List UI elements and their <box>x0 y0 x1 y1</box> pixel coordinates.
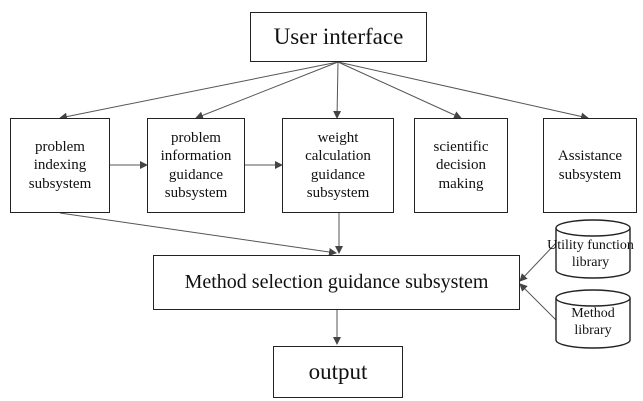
method-library-cylinder <box>555 289 631 349</box>
method-library-label: Method library <box>571 306 615 338</box>
method-selection-guidance-subsystem-box: Method selection guidance subsystem <box>153 255 520 310</box>
method-selection-guidance-subsystem-label: Method selection guidance subsystem <box>184 271 489 294</box>
weight-calculation-guidance-subsystem-label: weight calculation guidance subsystem <box>305 129 371 201</box>
assistance-subsystem-label: Assistance subsystem <box>557 148 623 183</box>
arrow-utility-to-method <box>519 242 557 282</box>
utility-function-library-label: Utility function library <box>547 238 634 270</box>
output-label: output <box>308 358 368 384</box>
utility-library-cylinder <box>555 219 631 279</box>
arrow-indexing-to-method <box>59 212 337 256</box>
arrow-ui-to-indexing <box>59 61 339 121</box>
weight-calculation-guidance-subsystem-box: weight calculation guidance subsystem <box>282 118 394 213</box>
problem-information-guidance-subsystem-box: problem information guidance subsystem <box>147 118 245 213</box>
arrow-methodlib-to-method <box>519 283 557 321</box>
output-box: output <box>273 346 403 398</box>
arrow-ui-to-decision <box>337 61 462 119</box>
user-interface-box: User interface <box>250 12 427 62</box>
problem-information-guidance-subsystem-label: problem information guidance subsystem <box>160 129 232 201</box>
problem-indexing-subsystem-label: problem indexing subsystem <box>28 139 92 192</box>
scientific-decision-making-label: scientific decision making <box>433 139 489 192</box>
assistance-subsystem-box: Assistance subsystem <box>543 118 637 213</box>
arrow-ui-to-assistance <box>337 61 589 121</box>
user-interface-label: User interface <box>273 23 404 49</box>
problem-indexing-subsystem-box: problem indexing subsystem <box>10 118 110 213</box>
arrow-ui-to-weight <box>333 61 342 119</box>
arrow-ui-to-information <box>195 61 339 120</box>
scientific-decision-making-box: scientific decision making <box>414 118 508 213</box>
